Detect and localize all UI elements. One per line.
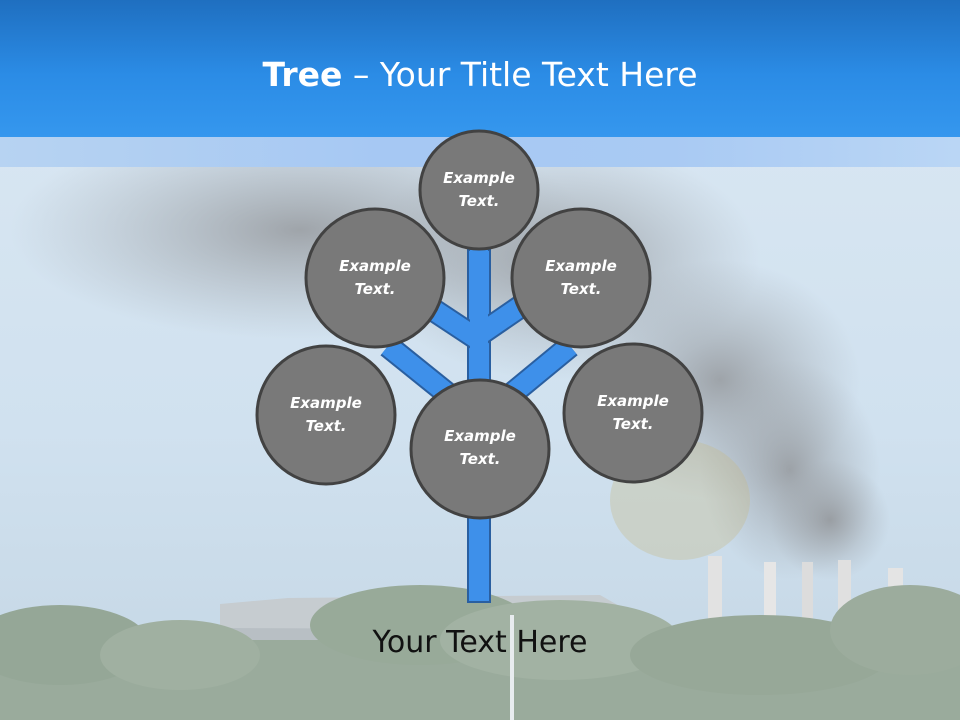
- node-label-center: Example Text.: [420, 425, 540, 471]
- node-label-right: Example Text.: [573, 390, 693, 436]
- title-bar: [0, 0, 960, 137]
- node-circle-right: [562, 342, 704, 484]
- title-dash: –: [342, 55, 380, 94]
- node-circle-upper-right: [510, 207, 652, 349]
- tree-nodes: [255, 129, 704, 520]
- node-label-upper-right: Example Text.: [521, 255, 641, 301]
- node-label-upper-left: Example Text.: [315, 255, 435, 301]
- node-circle-center: [409, 378, 551, 520]
- node-circle-left: [255, 344, 397, 486]
- title-rest: Your Title Text Here: [379, 55, 698, 94]
- title-bold: Tree: [262, 55, 343, 94]
- node-text-upper-right: Example Text.: [545, 257, 617, 298]
- node-circle-upper-left: [304, 207, 446, 349]
- node-text-center: Example Text.: [444, 427, 516, 468]
- caption-text: Your Text Here: [372, 625, 588, 660]
- node-circle-top: [418, 129, 540, 251]
- node-text-upper-left: Example Text.: [339, 257, 411, 298]
- node-text-left: Example Text.: [290, 394, 362, 435]
- tree-line: [0, 585, 960, 720]
- slide-title: Tree – Your Title Text Here: [0, 53, 960, 97]
- node-text-top: Example Text.: [443, 169, 515, 210]
- node-label-top: Example Text.: [419, 167, 539, 213]
- node-text-right: Example Text.: [597, 392, 669, 433]
- node-label-left: Example Text.: [266, 392, 386, 438]
